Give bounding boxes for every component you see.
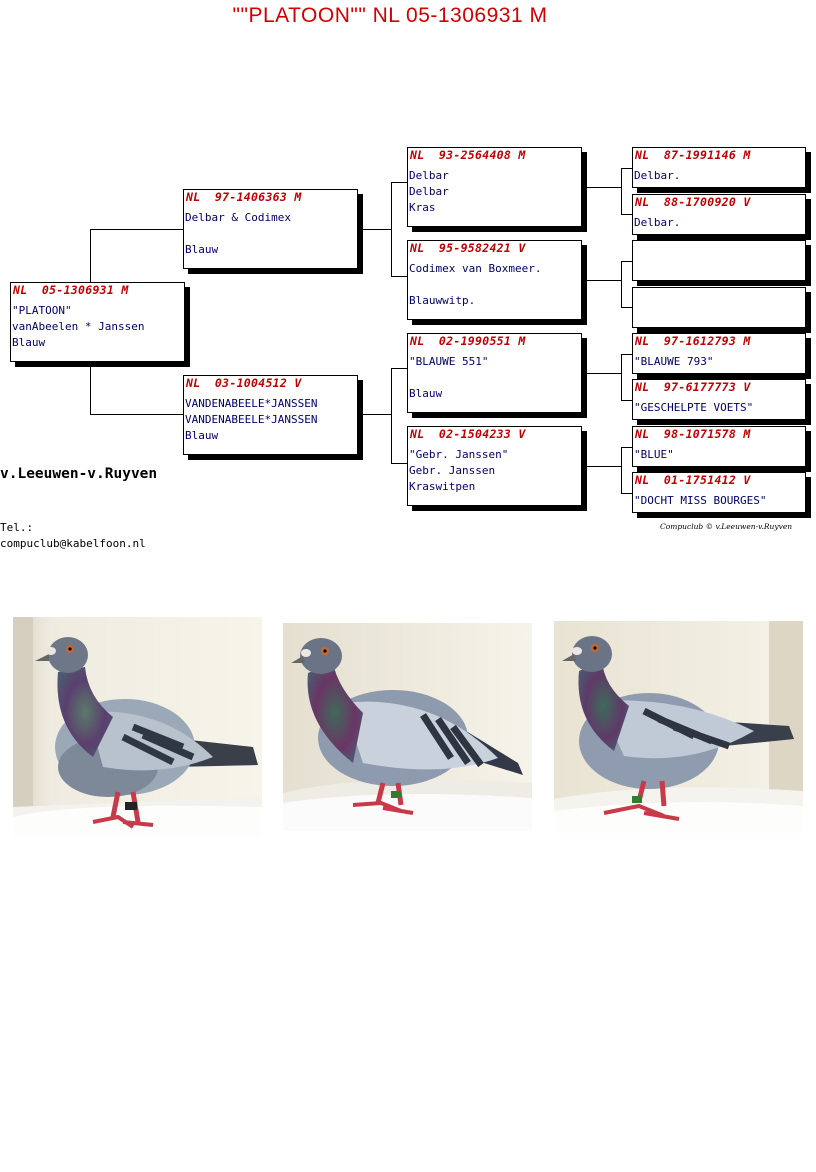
pigeon-line-1: Delbar & Codimex [185, 211, 291, 224]
telephone-label: Tel.: [0, 521, 34, 534]
pigeon-color: Blauw [12, 336, 46, 349]
pigeon-photo-1 [13, 617, 262, 836]
pedigree-sire-sire-card: NL 93-2564408 M Delbar Delbar Kras [407, 147, 582, 227]
email-address: compuclub@kabelfoon.nl [0, 537, 146, 550]
pigeon-line-3: Blauw [185, 243, 219, 256]
pedigree-dam-card: NL 03-1004512 V VANDENABEELE*JANSSEN VAN… [183, 375, 358, 455]
pedigree-ggp-card: NL 97-1612793 M "BLAUWE 793" [632, 333, 806, 374]
ring-number: NL 02-1990551 M [410, 334, 526, 348]
ring-number: NL 87-1991146 M [635, 148, 751, 162]
pedigree-sire-card: NL 97-1406363 M Delbar & Codimex Blauw [183, 189, 358, 269]
pedigree-sire-dam-card: NL 95-9582421 V Codimex van Boxmeer. Bla… [407, 240, 582, 320]
ring-number: NL 93-2564408 M [410, 148, 526, 162]
pigeon-line-3: Blauwwitp. [409, 294, 476, 307]
pigeon-line-3: Blauw [409, 387, 443, 400]
pigeon-line-1: "BLAUWE 551" [409, 355, 489, 368]
ring-number: NL 88-1700920 V [635, 195, 751, 209]
pigeon-line-1: "BLAUWE 793" [634, 355, 714, 368]
pedigree-ggp-card [632, 240, 806, 281]
pigeon-line-2: VANDENABEELE*JANSSEN [185, 413, 318, 426]
ring-number: NL 97-1612793 M [635, 334, 751, 348]
pigeon-line-3: Kraswitpen [409, 480, 476, 493]
software-credit: Compuclub © v.Leeuwen-v.Ruyven [660, 522, 793, 531]
pedigree-ggp-card: NL 98-1071578 M "BLUE" [632, 426, 806, 467]
pedigree-ggp-card: NL 88-1700920 V Delbar. [632, 194, 806, 235]
pigeon-line-1: "GESCHELPTE VOETS" [634, 401, 754, 414]
breeder-name: v.Leeuwen-v.Ruyven [0, 466, 158, 482]
pigeon-line-1: Codimex van Boxmeer. [409, 262, 542, 275]
pigeon-photo-2 [283, 623, 532, 831]
ring-number: NL 01-1751412 V [635, 473, 751, 487]
pigeon-line-1: "Gebr. Janssen" [409, 448, 509, 461]
ring-number: NL 97-6177773 V [635, 380, 751, 394]
pedigree-ggp-card: NL 97-6177773 V "GESCHELPTE VOETS" [632, 379, 806, 420]
pedigree-subject-card: NL 05-1306931 M "PLATOON" vanAbeelen * J… [10, 282, 185, 362]
ring-number: NL 03-1004512 V [186, 376, 302, 390]
pigeon-line-1: VANDENABEELE*JANSSEN [185, 397, 318, 410]
pigeon-line-3: Kras [409, 201, 436, 214]
pedigree-dam-sire-card: NL 02-1990551 M "BLAUWE 551" Blauw [407, 333, 582, 413]
ring-number: NL 97-1406363 M [186, 190, 302, 204]
page-title: ""PLATOON"" NL 05-1306931 M [232, 4, 548, 27]
ring-number: NL 95-9582421 V [410, 241, 526, 255]
pigeon-origin: vanAbeelen * Janssen [12, 320, 145, 333]
pigeon-line-2: Gebr. Janssen [409, 464, 496, 477]
pedigree-ggp-card [632, 287, 806, 328]
pigeon-line-3: Blauw [185, 429, 219, 442]
ring-number: NL 05-1306931 M [13, 283, 129, 297]
pedigree-ggp-card: NL 87-1991146 M Delbar. [632, 147, 806, 188]
pigeon-line-1: Delbar. [634, 169, 681, 182]
pedigree-dam-dam-card: NL 02-1504233 V "Gebr. Janssen" Gebr. Ja… [407, 426, 582, 506]
pigeon-line-1: Delbar [409, 169, 449, 182]
pigeon-line-1: "DOCHT MISS BOURGES" [634, 494, 767, 507]
pigeon-line-2: Delbar [409, 185, 449, 198]
pigeon-name: "PLATOON" [12, 304, 72, 317]
pedigree-ggp-card: NL 01-1751412 V "DOCHT MISS BOURGES" [632, 472, 806, 513]
pigeon-photo-3 [554, 621, 803, 833]
ring-number: NL 02-1504233 V [410, 427, 526, 441]
pigeon-line-1: "BLUE" [634, 448, 674, 461]
ring-number: NL 98-1071578 M [635, 427, 751, 441]
pigeon-line-1: Delbar. [634, 216, 681, 229]
